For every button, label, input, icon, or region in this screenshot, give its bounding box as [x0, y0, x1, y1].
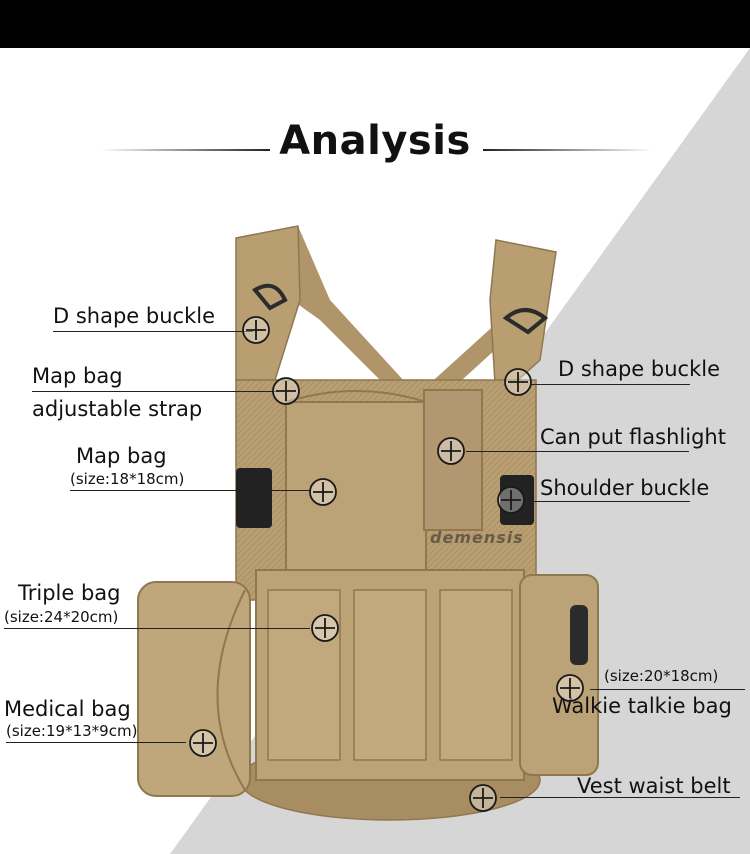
crosshair-circle-icon	[272, 377, 300, 405]
leader-line-d-buckle-right	[530, 384, 690, 385]
page-title: Analysis	[279, 118, 471, 164]
label-d-shape-buckle-right: D shape buckle	[558, 357, 720, 381]
label-triple-bag: Triple bag	[18, 581, 121, 605]
crosshair-circle-icon	[242, 316, 270, 344]
watermark: demensis	[430, 528, 524, 547]
label-medical-bag: Medical bag	[4, 697, 131, 721]
label-shoulder-buckle: Shoulder buckle	[540, 476, 710, 500]
label-vest-waist-belt: Vest waist belt	[577, 774, 731, 798]
crosshair-circle-icon	[189, 729, 217, 757]
leader-line-flashlight	[466, 451, 689, 452]
crosshair-circle-icon	[309, 478, 337, 506]
label-map-bag-strap-line2: adjustable strap	[32, 397, 203, 421]
crosshair-circle-icon	[437, 437, 465, 465]
label-walkie-talkie-bag: Walkie talkie bag	[552, 694, 732, 718]
crosshair-circle-icon	[469, 784, 497, 812]
leader-line-waist-belt	[500, 797, 740, 798]
leader-line-medical-bag	[6, 742, 186, 743]
top-black-bar	[0, 0, 750, 48]
crosshair-circle-icon	[504, 368, 532, 396]
crosshair-circle-icon	[556, 674, 584, 702]
leader-line-map-bag-strap	[32, 391, 278, 392]
label-map-bag-size: (size:18*18cm)	[70, 470, 185, 488]
crosshair-circle-icon	[311, 614, 339, 642]
leader-line-triple-bag	[4, 628, 310, 629]
crosshair-circle-icon	[497, 486, 525, 514]
label-d-shape-buckle-left: D shape buckle	[53, 304, 215, 328]
label-can-put-flashlight: Can put flashlight	[540, 425, 726, 449]
leader-line-shoulder-buckle	[525, 501, 690, 502]
title-rule-right	[483, 149, 653, 151]
label-map-bag: Map bag	[76, 444, 167, 468]
title-rule-left	[100, 149, 270, 151]
label-medical-bag-size: (size:19*13*9cm)	[6, 722, 138, 740]
leader-line-map-bag	[70, 490, 310, 491]
leader-line-walkie-bag	[590, 689, 745, 690]
label-triple-bag-size: (size:24*20cm)	[4, 608, 119, 626]
label-walkie-bag-size: (size:20*18cm)	[604, 667, 719, 685]
label-map-bag-strap-line1: Map bag	[32, 364, 123, 388]
leader-line-d-buckle-left	[53, 331, 253, 332]
